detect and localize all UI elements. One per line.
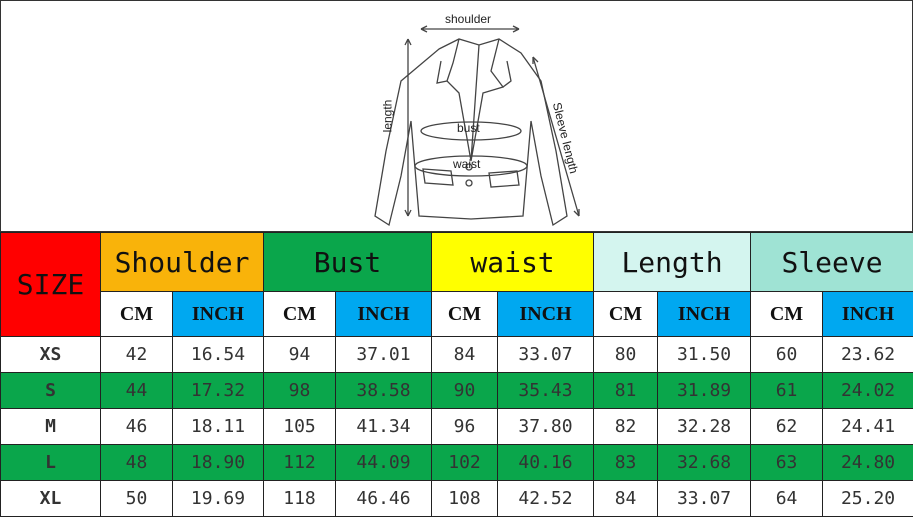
sleeve-cm-header: CM [750, 291, 824, 337]
table-cell: 84 [593, 480, 659, 517]
header-shoulder: Shoulder [99, 232, 265, 292]
table-cell: 105 [263, 408, 337, 445]
table-cell: 108 [431, 480, 499, 517]
table-cell: 112 [263, 444, 337, 481]
table-cell: 17.32 [171, 372, 265, 409]
table-cell: 23.62 [822, 336, 913, 373]
table-cell: 31.50 [657, 336, 752, 373]
table-cell: 24.80 [822, 444, 913, 481]
table-cell: 42 [100, 336, 173, 373]
table-cell: 25.20 [822, 480, 913, 517]
table-cell: 44 [100, 372, 173, 409]
shoulder-inch-header: INCH [171, 291, 265, 337]
length-cm-header: CM [593, 291, 659, 337]
shoulder-label: shoulder [445, 12, 492, 26]
sleeve-inch-header: INCH [822, 291, 913, 337]
table-cell: 62 [750, 408, 824, 445]
size-label: S [0, 372, 101, 409]
table-cell: 46 [100, 408, 173, 445]
shoulder-cm-header: CM [100, 291, 173, 337]
header-bust: Bust [263, 232, 433, 292]
table-cell: 82 [593, 408, 659, 445]
table-cell: 46.46 [335, 480, 433, 517]
table-cell: 44.09 [335, 444, 433, 481]
table-cell: 42.52 [497, 480, 595, 517]
table-cell: 98 [263, 372, 337, 409]
jacket-measurement-diagram: shoulder length bust waist Sleeve length [0, 0, 913, 232]
table-cell: 32.68 [657, 444, 752, 481]
table-cell: 37.80 [497, 408, 595, 445]
table-cell: 32.28 [657, 408, 752, 445]
table-cell: 60 [750, 336, 824, 373]
length-label: length [380, 99, 395, 133]
table-cell: 94 [263, 336, 337, 373]
waist-cm-header: CM [431, 291, 499, 337]
header-sleeve: Sleeve [750, 232, 913, 292]
table-cell: 48 [100, 444, 173, 481]
table-cell: 63 [750, 444, 824, 481]
table-cell: 84 [431, 336, 499, 373]
table-cell: 80 [593, 336, 659, 373]
table-cell: 16.54 [171, 336, 265, 373]
length-inch-header: INCH [657, 291, 752, 337]
waist-label: waist [453, 157, 481, 171]
size-header: SIZE [0, 232, 101, 337]
table-cell: 24.02 [822, 372, 913, 409]
table-cell: 50 [100, 480, 173, 517]
jacket-outline [374, 38, 568, 227]
size-label: XS [0, 336, 101, 373]
table-cell: 18.90 [171, 444, 265, 481]
table-cell: 61 [750, 372, 824, 409]
table-cell: 81 [593, 372, 659, 409]
waist-line [414, 155, 528, 177]
header-length: Length [593, 232, 752, 292]
table-cell: 33.07 [657, 480, 752, 517]
bust-line [420, 121, 522, 141]
bust-inch-header: INCH [335, 291, 433, 337]
table-cell: 118 [263, 480, 337, 517]
waist-inch-header: INCH [497, 291, 595, 337]
table-cell: 31.89 [657, 372, 752, 409]
table-cell: 38.58 [335, 372, 433, 409]
table-cell: 83 [593, 444, 659, 481]
table-cell: 102 [431, 444, 499, 481]
size-label: XL [0, 480, 101, 517]
table-cell: 41.34 [335, 408, 433, 445]
table-cell: 90 [431, 372, 499, 409]
table-cell: 24.41 [822, 408, 913, 445]
table-cell: 64 [750, 480, 824, 517]
table-cell: 33.07 [497, 336, 595, 373]
size-label: L [0, 444, 101, 481]
jacket-drawing [374, 25, 580, 227]
table-cell: 35.43 [497, 372, 595, 409]
table-cell: 18.11 [171, 408, 265, 445]
sleeve-arrow [532, 56, 580, 217]
table-cell: 40.16 [497, 444, 595, 481]
size-label: M [0, 408, 101, 445]
bust-cm-header: CM [263, 291, 337, 337]
header-waist: waist [431, 232, 595, 292]
table-cell: 19.69 [171, 480, 265, 517]
bust-label: bust [457, 121, 480, 135]
table-cell: 96 [431, 408, 499, 445]
table-cell: 37.01 [335, 336, 433, 373]
